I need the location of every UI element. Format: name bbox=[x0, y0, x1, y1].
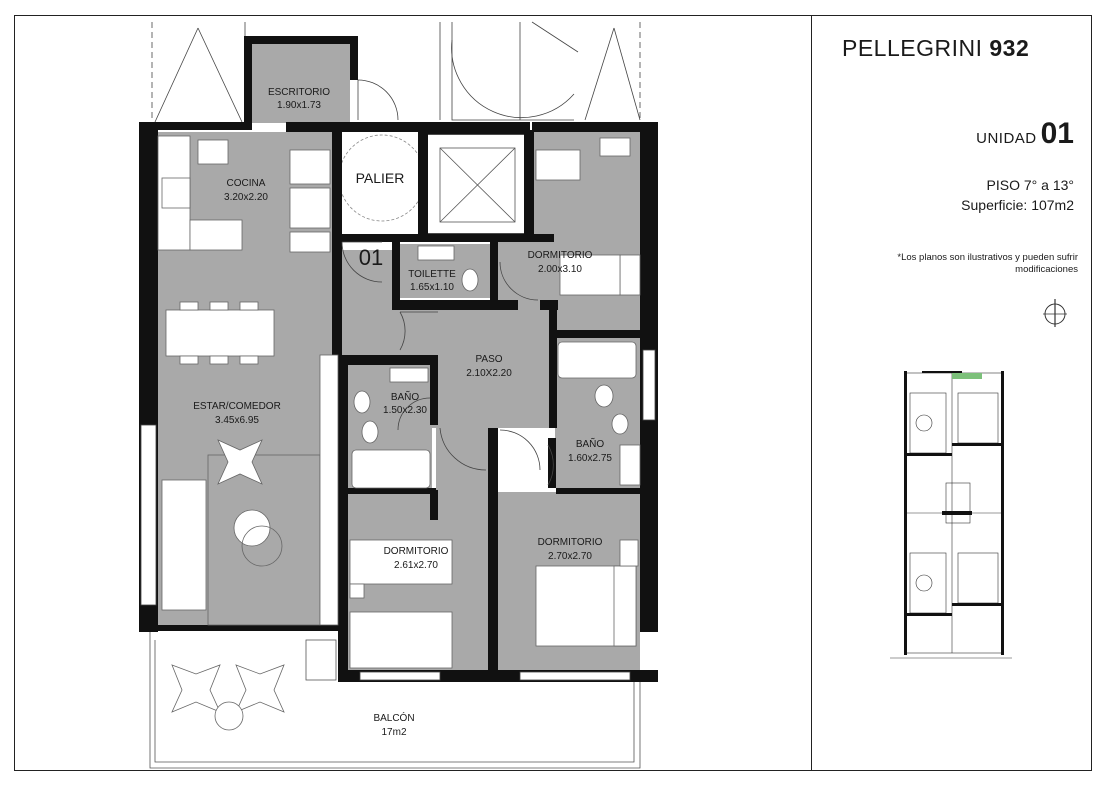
disclaimer-note: *Los planos son ilustrativos y pueden su… bbox=[897, 252, 1078, 275]
room-name: COCINA bbox=[227, 178, 266, 189]
room-name: BALCÓN bbox=[373, 711, 414, 724]
room-dims: 3.45x6.95 bbox=[215, 415, 259, 426]
room-name: DORMITORIO bbox=[528, 250, 593, 261]
unit-label: UNIDAD bbox=[976, 130, 1037, 147]
room-dims: 1.50x2.30 bbox=[383, 405, 427, 416]
room-name: PASO bbox=[475, 354, 502, 365]
building-title: PELLEGRINI 932 bbox=[842, 35, 1029, 62]
room-dims: 2.00x3.10 bbox=[538, 264, 582, 275]
room-name: ESTAR/COMEDOR bbox=[193, 401, 281, 412]
exterior-lines bbox=[151, 21, 641, 123]
room-dims: 1.90x1.73 bbox=[277, 100, 321, 111]
surface-area: Superficie: 107m2 bbox=[961, 197, 1074, 213]
room-name: DORMITORIO bbox=[384, 546, 449, 557]
room-name: BAÑO bbox=[576, 437, 605, 450]
furniture bbox=[157, 135, 641, 731]
room-name: DORMITORIO bbox=[538, 537, 603, 548]
north-arrow-icon bbox=[1043, 299, 1067, 327]
core-areas bbox=[338, 132, 526, 240]
landing-label: PALIER bbox=[356, 170, 405, 186]
floor-plan: ESCRITORIO 1.90x1.73 COCINA 3.20x2.20 PA… bbox=[139, 21, 658, 769]
room-dims: 2.61x2.70 bbox=[394, 560, 438, 571]
sheet-frame bbox=[14, 15, 1092, 771]
room-dims: 1.60x2.75 bbox=[568, 453, 612, 464]
room-dims: 17m2 bbox=[381, 727, 406, 738]
room-name: ESCRITORIO bbox=[268, 87, 330, 98]
room-name: TOILETTE bbox=[408, 269, 456, 280]
room-dims: 2.10X2.20 bbox=[466, 368, 512, 379]
floor-range: PISO 7° a 13° bbox=[986, 177, 1074, 193]
building-number: 932 bbox=[989, 35, 1030, 61]
building-key-plan bbox=[890, 371, 1012, 659]
building-name: PELLEGRINI bbox=[842, 35, 983, 61]
balcony-outline bbox=[149, 632, 641, 769]
unit-details: PISO 7° a 13° Superficie: 107m2 bbox=[961, 175, 1074, 215]
room-labels: ESCRITORIO 1.90x1.73 COCINA 3.20x2.20 PA… bbox=[193, 87, 612, 738]
unit-tag: 01 bbox=[359, 245, 383, 270]
room-dims: 2.70x2.70 bbox=[548, 551, 592, 562]
windows bbox=[140, 349, 656, 681]
doors bbox=[341, 79, 554, 486]
room-name: BAÑO bbox=[391, 390, 420, 403]
unit-number: 01 bbox=[1040, 117, 1074, 150]
panel-divider bbox=[811, 15, 812, 771]
room-dims: 3.20x2.20 bbox=[224, 192, 268, 203]
room-dims: 1.65x1.10 bbox=[410, 282, 454, 293]
